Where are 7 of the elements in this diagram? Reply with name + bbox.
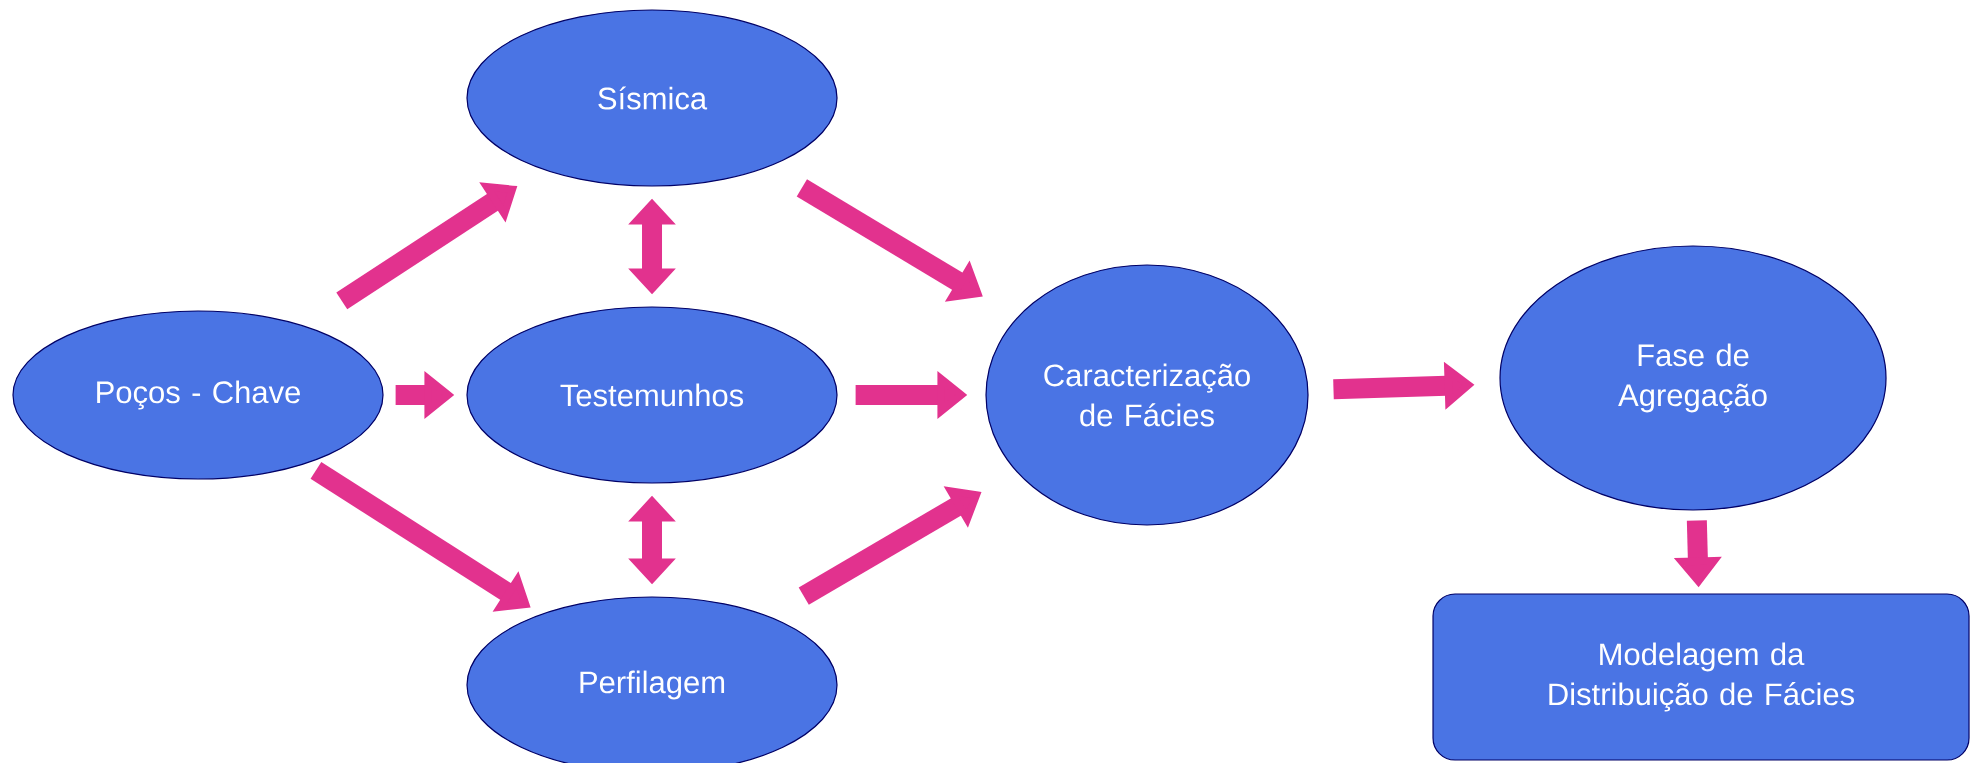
ellipse-node: Sísmica <box>466 9 838 187</box>
ellipse-node: Poços - Chave <box>12 310 384 480</box>
ellipse-node: Perfilagem <box>466 596 838 763</box>
rounded-box: Modelagem da Distribuição de Fácies <box>1432 593 1970 761</box>
ellipse-node: Fase de Agregação <box>1499 245 1887 511</box>
ellipse-node: Testemunhos <box>466 306 838 484</box>
ellipse-node: Caracterização de Fácies <box>985 264 1309 526</box>
